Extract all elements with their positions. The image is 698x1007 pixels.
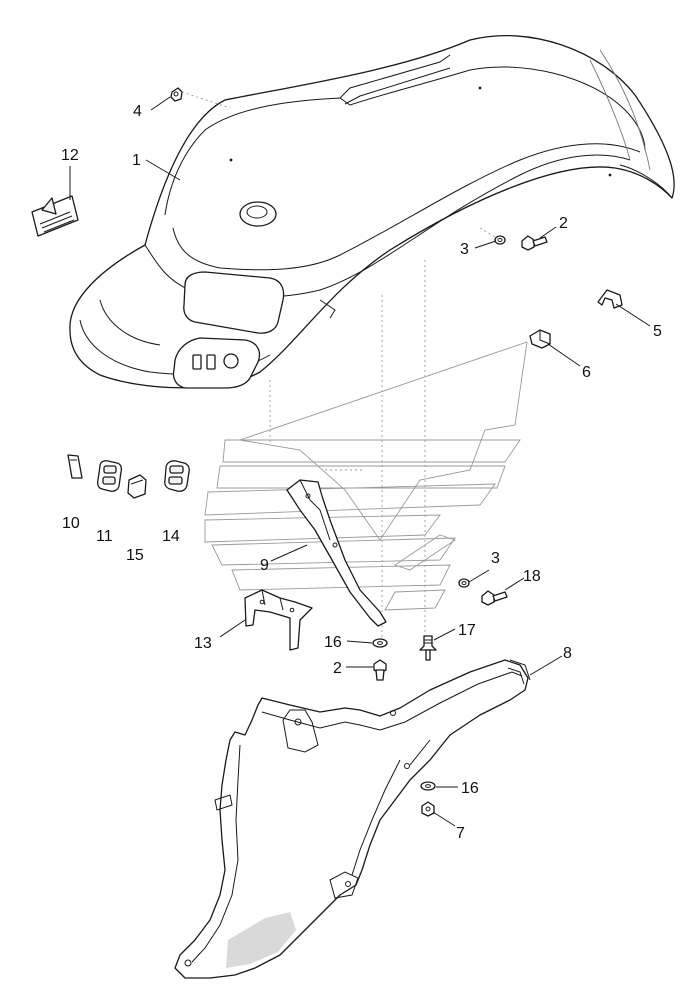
callout-4: 4 bbox=[133, 103, 142, 120]
pad-part-10 bbox=[67, 454, 83, 479]
callout-15: 15 bbox=[126, 547, 144, 564]
ghost-outline bbox=[204, 341, 528, 611]
callout-8: 8 bbox=[563, 645, 572, 662]
leader-lines bbox=[69, 96, 651, 827]
bracket-part-13 bbox=[244, 589, 313, 651]
screw-part-2-mid bbox=[373, 659, 387, 681]
screw-part-2-top bbox=[521, 235, 548, 251]
assembly-lines bbox=[181, 91, 501, 650]
callout-2-top: 2 bbox=[559, 215, 568, 232]
fender-part-1 bbox=[69, 35, 675, 389]
washer-part-3-top bbox=[494, 235, 506, 245]
callout-14: 14 bbox=[162, 528, 180, 545]
callout-16-mid: 16 bbox=[324, 634, 342, 651]
washer-part-16-mid bbox=[372, 638, 388, 648]
callout-labels: 4 12 1 2 3 5 6 10 11 15 14 9 3 18 13 16 … bbox=[61, 103, 662, 842]
bracket-part-9 bbox=[286, 479, 387, 627]
clip-part-15 bbox=[127, 474, 147, 499]
washer-part-16-low bbox=[420, 781, 436, 791]
callout-11: 11 bbox=[96, 528, 113, 545]
washer-part-3-mid bbox=[458, 578, 470, 588]
clip-part-5 bbox=[597, 289, 623, 309]
callout-12: 12 bbox=[61, 147, 79, 164]
callout-7: 7 bbox=[456, 825, 465, 842]
callout-17: 17 bbox=[458, 622, 476, 639]
callout-9: 9 bbox=[260, 557, 269, 574]
decal-part-12 bbox=[31, 195, 79, 237]
clip-part-6 bbox=[529, 329, 551, 349]
stud-part-17 bbox=[419, 635, 437, 661]
callout-5: 5 bbox=[653, 323, 662, 340]
callout-10: 10 bbox=[62, 515, 80, 532]
callout-3-mid: 3 bbox=[491, 550, 500, 567]
block-part-11 bbox=[96, 460, 123, 492]
callout-1: 1 bbox=[132, 152, 141, 169]
nut-part-4 bbox=[170, 87, 183, 102]
callout-13: 13 bbox=[194, 635, 212, 652]
callout-18: 18 bbox=[523, 568, 541, 585]
block-part-14 bbox=[164, 460, 190, 492]
liner-part-8 bbox=[174, 659, 531, 979]
nut-part-7 bbox=[421, 801, 435, 817]
screw-part-18 bbox=[481, 590, 508, 606]
callout-6: 6 bbox=[582, 364, 591, 381]
callout-2-mid: 2 bbox=[333, 660, 342, 677]
callout-3-top: 3 bbox=[460, 241, 469, 258]
callout-16-low: 16 bbox=[461, 780, 479, 797]
